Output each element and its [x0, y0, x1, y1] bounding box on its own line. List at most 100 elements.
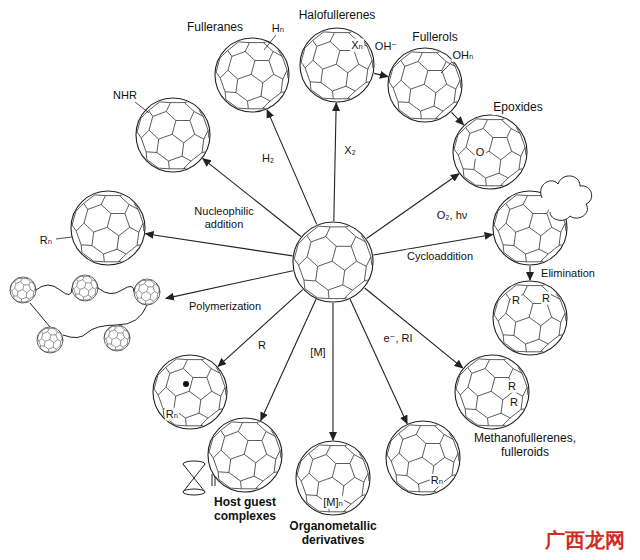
fullerene-cage — [154, 359, 226, 426]
fullerene-outline — [71, 191, 145, 265]
node-title: Halofullerenes — [298, 9, 377, 23]
fullerene-cage — [294, 226, 372, 298]
fullerene-cage — [10, 278, 35, 302]
fullerene-node: RR — [493, 281, 567, 355]
node-shape — [493, 191, 567, 265]
node-title: Epoxides — [492, 101, 543, 115]
addend-cloud — [541, 176, 592, 220]
fullerene-cage — [37, 328, 62, 352]
fullerene-outline — [455, 355, 529, 429]
node-label: Hₙ — [271, 22, 285, 35]
node-shape — [208, 418, 282, 492]
reaction-arrow — [367, 174, 459, 239]
fullerene-node: NHR — [136, 98, 210, 172]
edge-label: H₂ — [261, 152, 275, 165]
node-shape — [71, 191, 145, 265]
reaction-arrow — [452, 112, 464, 124]
node-label: R — [509, 396, 519, 409]
fullerene-node — [293, 222, 373, 302]
fullerene-node: Host guest complexes — [208, 418, 282, 492]
fullerene-outline — [136, 98, 210, 172]
fullerene-cage — [134, 280, 159, 304]
fullerene-node: HalofullerenesXₙ — [300, 28, 374, 102]
node-label: R — [507, 380, 517, 393]
fullerene-cage — [216, 42, 288, 109]
fullerene-outline — [10, 277, 36, 303]
node-shape — [386, 421, 460, 495]
edge-label: OH⁻ — [374, 40, 398, 53]
node-label: R — [541, 292, 551, 305]
node-title: Organometallic derivatives — [267, 520, 399, 548]
reaction-arrow — [267, 110, 317, 224]
edge-label: Cycloaddition — [406, 250, 474, 263]
reaction-arrow — [529, 266, 530, 280]
fullerene-cage — [494, 285, 566, 352]
fullerene-outline — [296, 441, 370, 515]
node-label: NHR — [112, 89, 138, 102]
edge-label: [M] — [309, 346, 326, 359]
node-shape — [215, 38, 289, 112]
node-label: OHₙ — [452, 49, 475, 62]
fullerene-cage — [297, 445, 369, 512]
node-title: Methanofullerenes, fulleroids — [464, 432, 586, 460]
fullerene-outline — [72, 275, 98, 301]
reaction-arrow — [365, 288, 463, 368]
fullerene-node — [493, 191, 567, 265]
fullerene-node: FullerolsOHₙ — [388, 48, 462, 122]
leader-line — [264, 35, 276, 50]
node-shape — [293, 222, 373, 302]
edge-label: e⁻, RI — [382, 332, 413, 345]
fullerene-cage — [104, 326, 129, 350]
fullerene-node: FulleranesHₙ — [215, 38, 289, 112]
reaction-arrow — [334, 103, 336, 221]
fullerene-cage — [301, 32, 373, 99]
node-title: Fullerols — [411, 31, 458, 45]
fullerene-node: [M]ₙOrganometallic derivatives — [296, 441, 370, 515]
leader-line — [56, 237, 72, 239]
fullerene-cage — [389, 52, 461, 119]
fullerene-cage — [454, 119, 526, 186]
fullerene-outline — [208, 418, 282, 492]
radical-dot — [183, 381, 189, 387]
edge-label: O₂, hν — [436, 209, 469, 222]
edge-label: Elimination — [540, 267, 596, 280]
node-label: Rₙ — [430, 474, 444, 487]
edge-label: R — [257, 339, 267, 352]
fullerene-node: RRMethanofullerenes, fulleroids — [455, 355, 529, 429]
node-title: Host guest complexes — [199, 496, 291, 524]
fullerene-outline — [215, 38, 289, 112]
node-label: Rₙ — [165, 408, 179, 421]
reaction-arrow — [350, 299, 407, 423]
fullerene-cage — [72, 276, 97, 300]
node-shape — [453, 115, 527, 189]
fullerene-cage — [456, 359, 528, 426]
fullerene-outline — [134, 279, 160, 305]
fullerene-node: Rₙ — [71, 191, 145, 265]
fullerene-outline — [153, 355, 227, 429]
fullerene-cage — [209, 422, 281, 489]
reaction-arrow — [374, 73, 388, 76]
node-label: [M]ₙ — [322, 496, 344, 509]
edge-label: Polymerization — [188, 300, 262, 313]
node-shape — [5, 272, 165, 360]
fullerene-node: EpoxidesO — [453, 115, 527, 189]
leader-line — [441, 62, 452, 73]
fullerene-outline — [37, 327, 63, 353]
node-shape — [455, 355, 529, 429]
node-shape — [493, 281, 567, 355]
fullerene-node: Rₙ — [153, 355, 227, 429]
node-label: Xₙ — [350, 39, 364, 52]
node-label: Rₙ — [39, 234, 53, 247]
fullerene-cage — [72, 195, 144, 262]
node-shape — [136, 98, 210, 172]
edge-label: X₂ — [343, 144, 357, 157]
reaction-arrow — [332, 303, 333, 440]
reaction-arrow — [261, 299, 316, 420]
node-label: O — [475, 146, 486, 159]
node-label: R — [511, 294, 521, 307]
watermark: 广西龙网 — [545, 527, 625, 554]
reaction-arrow — [166, 271, 293, 299]
fullerene-outline — [493, 281, 567, 355]
node-title: Fulleranes — [186, 21, 244, 35]
fullerene-outline — [386, 421, 460, 495]
